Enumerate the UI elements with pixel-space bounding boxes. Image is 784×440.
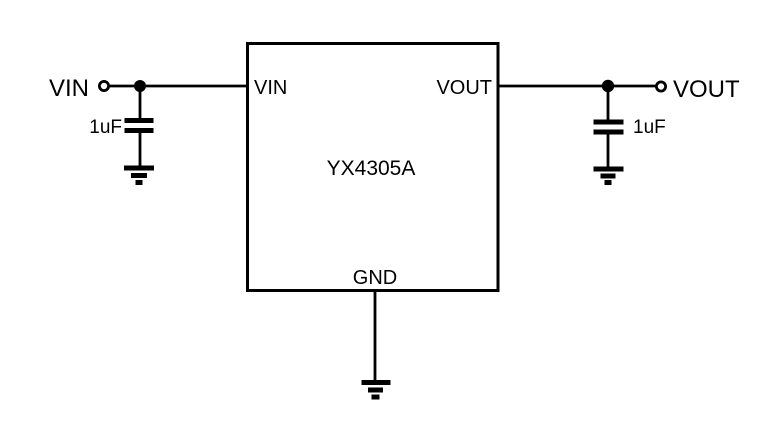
output-cap-value-label: 1uF: [633, 117, 666, 138]
vin-terminal-circle: [98, 80, 111, 93]
output-ground-symbol: [593, 166, 624, 185]
vin-junction-dot: [134, 80, 146, 92]
ic-body: [246, 42, 500, 292]
ic-pin-gnd-label: GND: [353, 267, 397, 289]
vin-terminal-label: VIN: [49, 75, 89, 102]
ic-pin-vin-label: VIN: [254, 77, 287, 99]
vout-terminal-label: VOUT: [673, 76, 740, 103]
input-cap-value-label: 1uF: [89, 117, 122, 138]
gnd-ground-symbol: [361, 380, 391, 400]
vout-terminal-circle: [655, 80, 668, 93]
ic-pin-vout-label: VOUT: [436, 77, 492, 99]
vout-junction-dot: [601, 79, 615, 93]
input-ground-symbol: [124, 165, 154, 185]
ic-part-number: YX4305A: [327, 157, 416, 180]
